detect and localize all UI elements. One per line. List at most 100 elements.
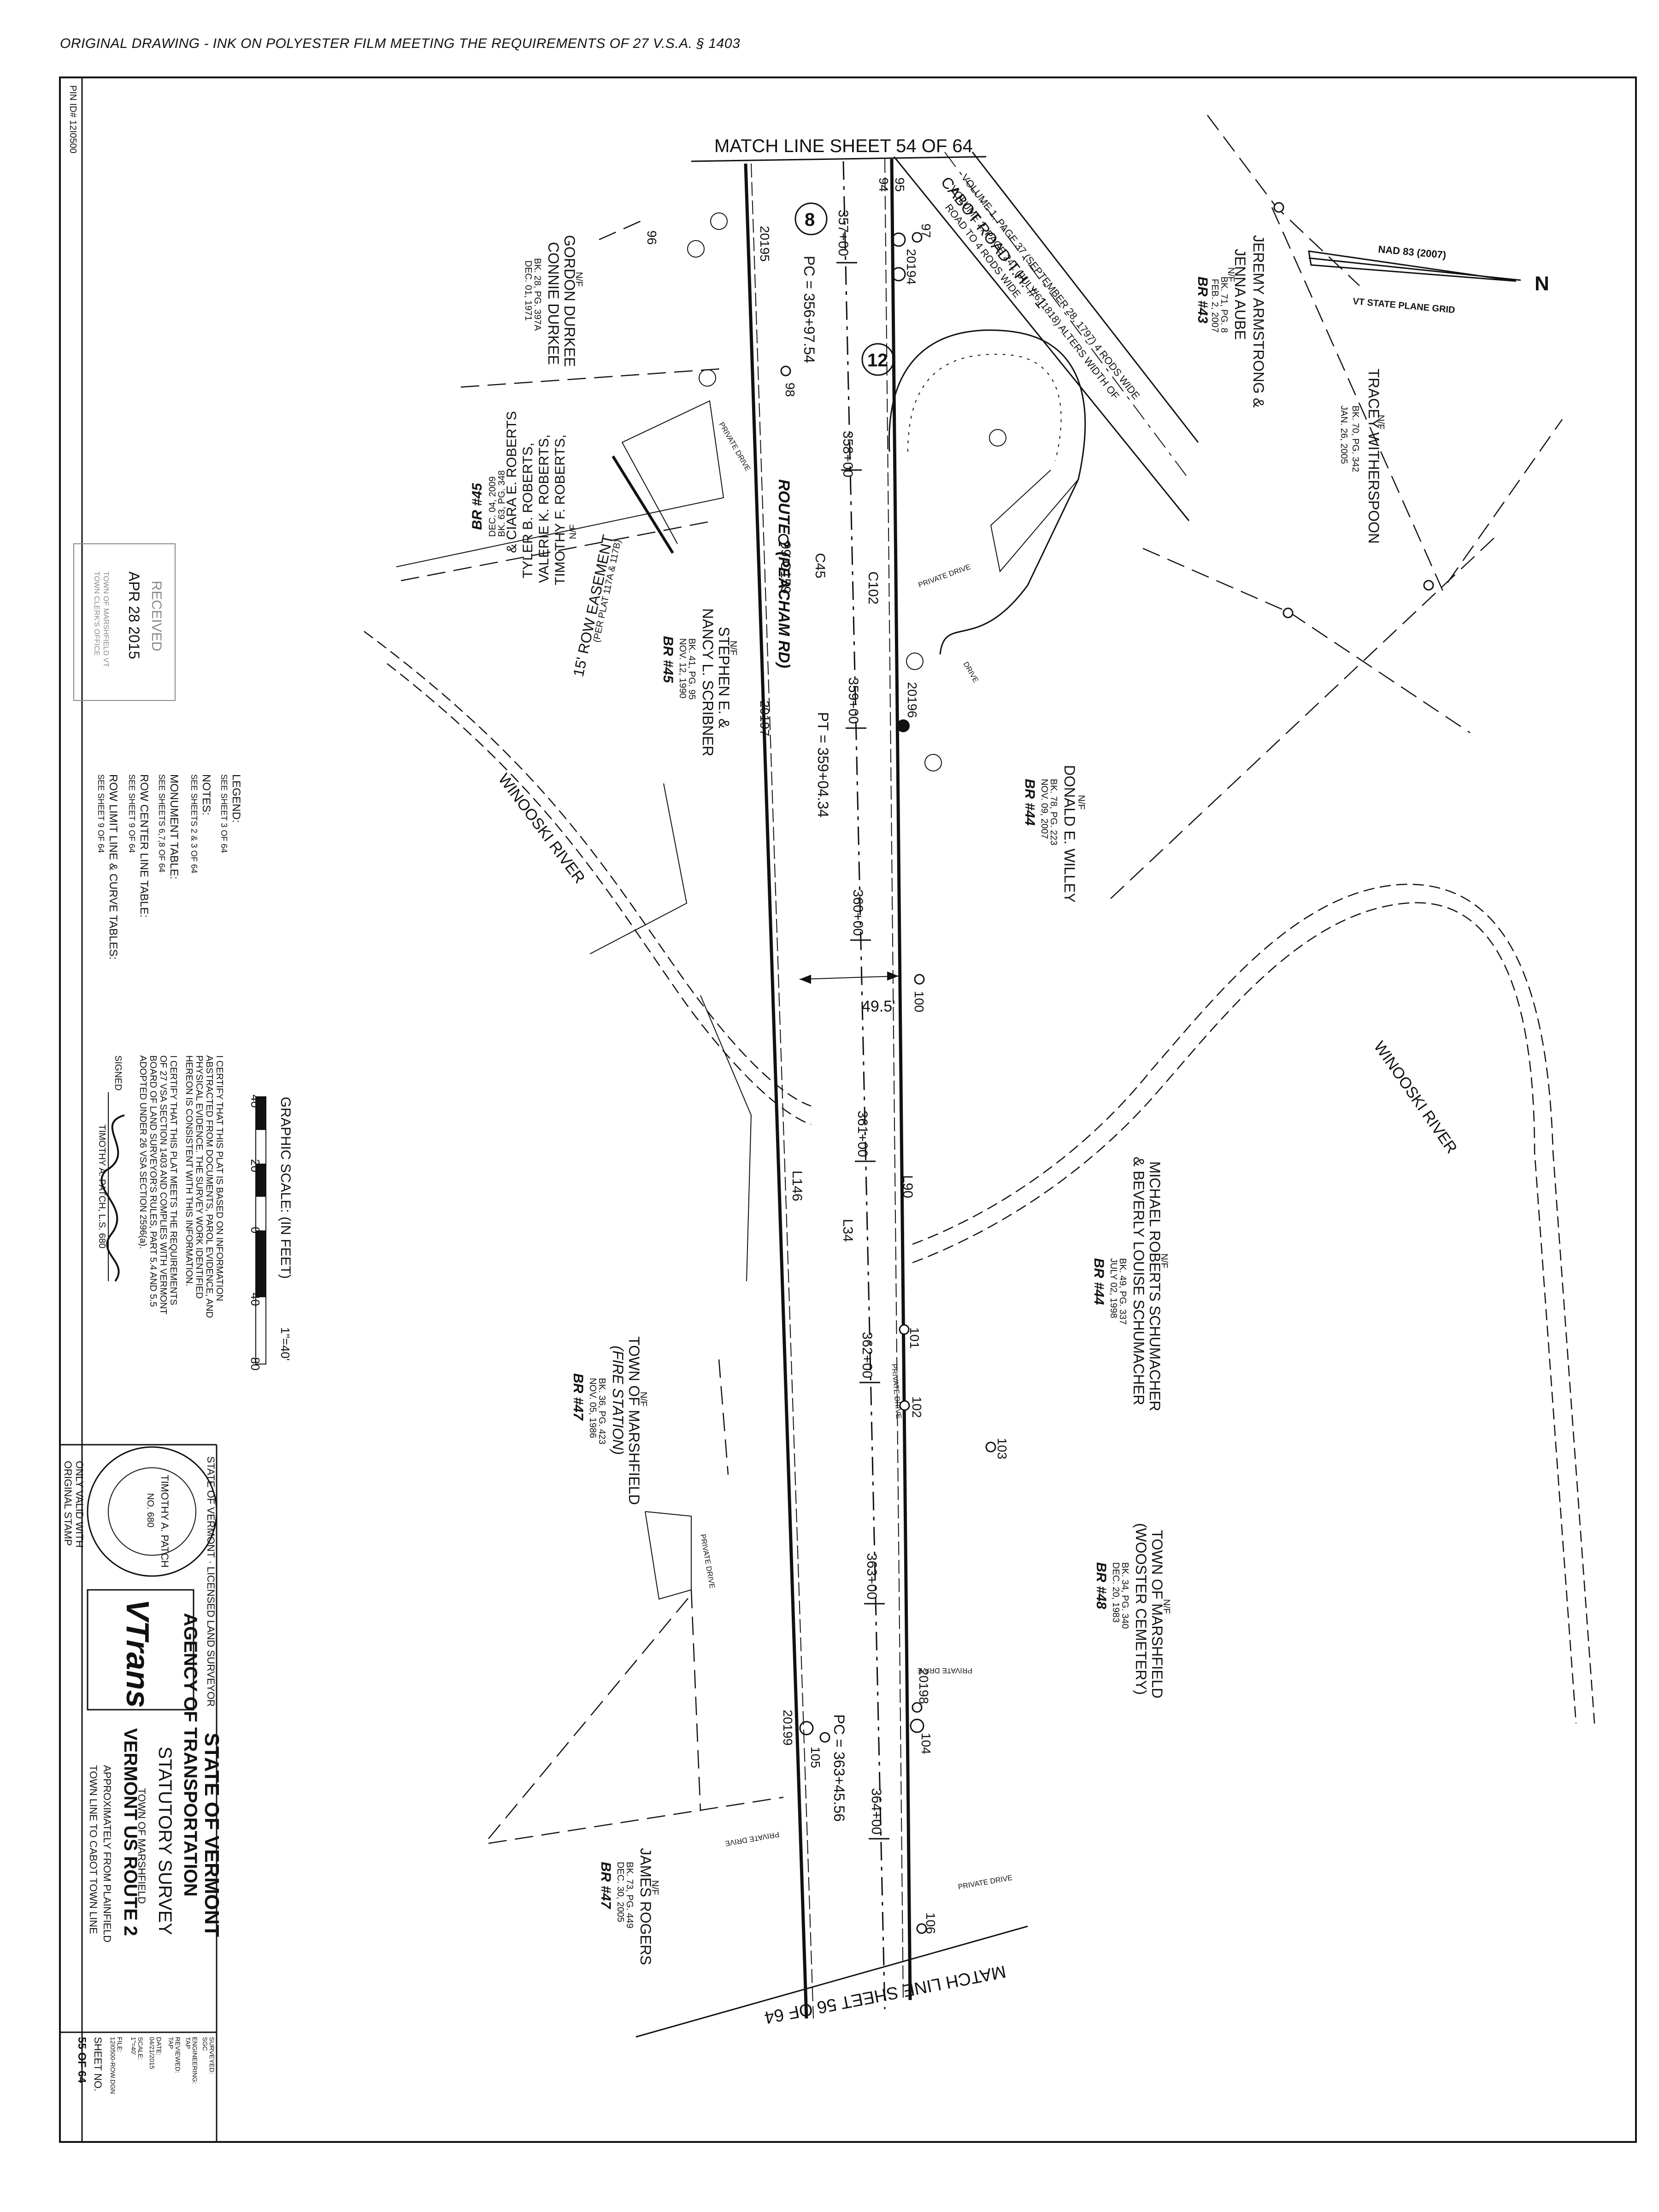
point-102: 102 — [910, 1396, 924, 1418]
parcel-fire-station: N/F TOWN OF MARSHFIELD (FIRE STATION) BK… — [571, 1336, 648, 1505]
route-marker-label: 12 — [867, 350, 888, 371]
line-l90: L90 — [900, 1175, 915, 1198]
fire-station-drive — [645, 1511, 692, 1600]
graphic-scale: GRAPHIC SCALE: (IN FEET) 1"=40' 40 20 0 … — [248, 1094, 293, 1371]
svg-text:N/F: N/F — [650, 1880, 660, 1895]
monument-20196-label: 20196 — [905, 682, 919, 718]
property-lines — [400, 115, 1563, 1844]
parcel-wooster-cemetery: N/F TOWN OF MARSHFIELD (WOOSTER CEMETERY… — [1094, 1523, 1171, 1699]
point-100: 100 — [912, 991, 926, 1012]
svg-text:80: 80 — [248, 1357, 262, 1371]
svg-text:N/F: N/F — [1076, 795, 1086, 810]
row-width-dimension: 49.5' — [799, 971, 899, 1015]
svg-text:ADOPTED UNDER 26 VSA SECTION 2: ADOPTED UNDER 26 VSA SECTION 2596(a). — [138, 1055, 148, 1249]
svg-text:TAP: TAP — [184, 2037, 192, 2049]
received-stamp: RECEIVED APR 28 2015 TOWN OF MARSHFIELD … — [73, 543, 176, 701]
station-357: 357+00 — [835, 210, 851, 256]
curve-c102: C102 — [865, 571, 881, 605]
svg-text:HEREON IS CONSISTENT WITH THIS: HEREON IS CONSISTENT WITH THIS INFORMATI… — [184, 1055, 194, 1286]
svg-text:40: 40 — [248, 1094, 262, 1108]
pc-1: PC = 356+97.54 — [801, 256, 818, 363]
station-360: 360+00 — [850, 889, 865, 936]
svg-text:SEE SHEETS 6,7,8 OF 64: SEE SHEETS 6,7,8 OF 64 — [157, 774, 166, 872]
match-line-top — [691, 156, 987, 162]
svg-text:TIMOTHY A. PATCH, L.S. 680: TIMOTHY A. PATCH, L.S. 680 — [97, 1124, 107, 1248]
point-105: 105 — [808, 1747, 823, 1768]
svg-text:BR #48: BR #48 — [1094, 1562, 1109, 1609]
svg-text:APR 28 2015: APR 28 2015 — [126, 571, 142, 659]
monument-markers — [799, 232, 924, 1735]
private-drive-6: PRIVATE DRIVE — [918, 1666, 972, 1674]
route-2-corridor — [744, 159, 912, 2019]
svg-text:DEC. 20, 1983: DEC. 20, 1983 — [1111, 1562, 1121, 1623]
point-97: 97 — [919, 224, 933, 238]
svg-text:BK. 73, PG. 449: BK. 73, PG. 449 — [624, 1862, 635, 1929]
svg-text:N/F: N/F — [574, 272, 584, 287]
curve-c159: 99 C159 — [778, 541, 793, 594]
svg-text:0: 0 — [248, 1227, 262, 1233]
svg-text:N/F: N/F — [638, 1392, 648, 1406]
parcel-roberts: N/F TIMOTHY F. ROBERTS, VALERIE K. ROBER… — [470, 411, 578, 585]
svg-text:REVIEWED:: REVIEWED: — [174, 2037, 182, 2073]
svg-text:DONALD E. WILLEY: DONALD E. WILLEY — [1061, 765, 1078, 903]
svg-text:STATE OF VERMONT: STATE OF VERMONT — [200, 1733, 223, 1937]
svg-text:NOV. 05, 1986: NOV. 05, 1986 — [588, 1378, 598, 1438]
svg-text:LEGEND:: LEGEND: — [230, 774, 242, 823]
sheet-marker — [794, 202, 828, 235]
svg-text:MICHAEL ROBERTS SCHUMACHER: MICHAEL ROBERTS SCHUMACHER — [1147, 1161, 1163, 1411]
cabot-road — [893, 152, 1199, 521]
svg-text:VERMONT US ROUTE 2: VERMONT US ROUTE 2 — [120, 1728, 141, 1936]
svg-text:FILE:: FILE: — [116, 2037, 124, 2052]
svg-text:BK. 28, PG. 397A: BK. 28, PG. 397A — [532, 258, 542, 331]
svg-text:APPROXIMATELY FROM PLAINFIELD: APPROXIMATELY FROM PLAINFIELD — [101, 1765, 113, 1942]
sheet-border — [59, 76, 1637, 2143]
svg-text:ROW CENTER LINE TABLE:: ROW CENTER LINE TABLE: — [138, 774, 150, 918]
svg-text:STEPHEN E. &: STEPHEN E. & — [716, 627, 732, 729]
svg-text:SGC: SGC — [201, 2037, 209, 2051]
line-l34: L34 — [840, 1219, 855, 1242]
station-363: 363+00 — [864, 1553, 879, 1600]
svg-text:ENGINEERING:: ENGINEERING: — [191, 2037, 199, 2084]
private-drive-8: PRIVATE DRIVE — [958, 1874, 1013, 1891]
svg-text:BK. 78, PG. 223: BK. 78, PG. 223 — [1048, 779, 1059, 846]
svg-text:N/F: N/F — [1226, 267, 1236, 282]
parcel-willey: N/F DONALD E. WILLEY BK. 78, PG. 223 NOV… — [1022, 765, 1086, 903]
svg-text:BK. 41, PG. 95: BK. 41, PG. 95 — [687, 638, 697, 700]
svg-text:I CERTIFY THAT THIS PLAT MEETS: I CERTIFY THAT THIS PLAT MEETS THE REQUI… — [168, 1055, 178, 1305]
row-easement: 15' ROW EASEMENT (PER PLAT 117A & 117B) — [570, 533, 624, 678]
svg-text:OF 27 VSA SECTION 1403 AND COM: OF 27 VSA SECTION 1403 AND COMPLIES WITH… — [158, 1055, 168, 1314]
svg-text:BR #45: BR #45 — [470, 482, 485, 530]
route-name: ROUTE 2 (PEACHAM RD) — [775, 479, 793, 668]
station-358: 358+00 — [840, 431, 855, 477]
svg-text:SHEET NO.: SHEET NO. — [92, 2037, 104, 2091]
title-block: VTrans STATE OF VERMONT AGENCY OF TRANSP… — [60, 1444, 223, 2142]
point-101: 101 — [907, 1327, 922, 1349]
svg-text:TIMOTHY F. ROBERTS,: TIMOTHY F. ROBERTS, — [553, 435, 568, 585]
survey-points — [778, 202, 1434, 1934]
svg-text:BK. 63, PG. 348: BK. 63, PG. 348 — [497, 470, 507, 537]
svg-text:CONNIE DURKEE: CONNIE DURKEE — [545, 242, 562, 365]
point-96: 96 — [645, 230, 659, 245]
svg-text:(WOOSTER CEMETERY): (WOOSTER CEMETERY) — [1133, 1523, 1149, 1695]
svg-text:I CERTIFY THAT THIS PLAT IS BA: I CERTIFY THAT THIS PLAT IS BASED ON INF… — [214, 1055, 224, 1301]
svg-text:BK. 34, PG. 340: BK. 34, PG. 340 — [1120, 1562, 1130, 1629]
svg-text:TOWN CLERK'S OFFICE: TOWN CLERK'S OFFICE — [93, 571, 100, 656]
svg-text:NOV. 09, 2007: NOV. 09, 2007 — [1039, 779, 1049, 839]
svg-text:NOV. 12, 1990: NOV. 12, 1990 — [677, 638, 688, 698]
svg-text:BR #43: BR #43 — [1195, 276, 1210, 324]
parcel-schumacher: N/F MICHAEL ROBERTS SCHUMACHER & BEVERLY… — [1091, 1157, 1169, 1411]
svg-text:JAN. 26, 2005: JAN. 26, 2005 — [1339, 406, 1349, 464]
svg-text:& CIARA E. ROBERTS: & CIARA E. ROBERTS — [504, 411, 519, 553]
vtrans-logo: VTrans — [120, 1599, 156, 1708]
svg-text:N/F: N/F — [1376, 415, 1386, 429]
svg-text:TAP: TAP — [167, 2037, 175, 2049]
svg-text:1"=40': 1"=40' — [278, 1327, 292, 1361]
parcel-durkee: N/F GORDON DURKEE CONNIE DURKEE BK. 28, … — [523, 235, 584, 367]
point-94: 94 — [877, 177, 891, 192]
svg-text:SURVEYED:: SURVEYED: — [208, 2037, 216, 2074]
sheet-marker-label: 8 — [805, 210, 815, 230]
svg-text:TOWN OF MARSHFIELD VT: TOWN OF MARSHFIELD VT — [102, 571, 110, 667]
svg-text:BR #44: BR #44 — [1091, 1258, 1106, 1305]
cabot-road-vol2: VOLUME 2, PAGE 241 (JULY 6, 1818) ALTERS… — [947, 183, 1122, 402]
private-drive-2: PRIVATE DRIVE — [918, 563, 972, 589]
